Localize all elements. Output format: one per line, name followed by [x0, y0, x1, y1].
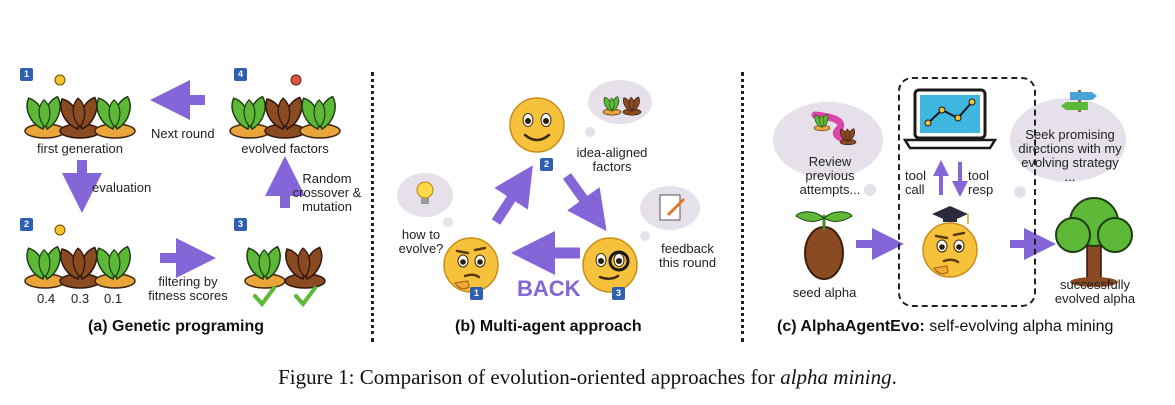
agent-evo: [921, 206, 979, 279]
agent-1: [442, 236, 500, 294]
badge-a2: 2: [20, 218, 33, 231]
arrow-1-to-2: [491, 165, 533, 225]
tool-resp-label: tool resp: [968, 168, 994, 197]
feedback-thought-bubble: [640, 186, 700, 241]
idea-aligned-label: idea-aligned factors: [576, 145, 648, 174]
evaluation-label: evaluation: [92, 180, 152, 195]
agent-3: [582, 237, 638, 293]
tool-call-label: tool call: [905, 168, 926, 197]
agent-2: [509, 97, 565, 153]
panel-c-title: (c) AlphaAgentEvo: self-evolving alpha m…: [777, 318, 1113, 336]
seed-icon: [795, 211, 853, 280]
caption-italic: alpha mining: [780, 365, 892, 389]
caption-prefix: Figure 1: Comparison of evolution-orient…: [278, 365, 781, 389]
panel-c-title-bold: (c) AlphaAgentEvo:: [777, 318, 925, 335]
first-generation-label: first generation: [37, 141, 123, 156]
figure-caption: Figure 1: Comparison of evolution-orient…: [0, 365, 1175, 390]
separator-ab: [371, 72, 374, 342]
fitness-score-3: 0.1: [104, 291, 123, 306]
agent-box: [898, 77, 1036, 307]
laptop-icon: [902, 88, 998, 150]
lightbulb-thought-bubble: [397, 173, 453, 227]
evaluated-plants: [23, 224, 135, 288]
filtering-label: filtering by fitness scores: [148, 274, 228, 303]
seed-alpha-label: seed alpha: [792, 285, 857, 300]
caption-suffix: .: [891, 365, 897, 389]
how-to-evolve-label: how to evolve?: [398, 227, 444, 256]
badge-a3: 3: [234, 218, 247, 231]
crossover-label: Random crossover & mutation: [292, 171, 362, 214]
badge-a4: 4: [234, 68, 247, 81]
review-thought-bubble: [773, 102, 883, 196]
next-round-label: Next round: [151, 126, 215, 141]
fitness-score-1: 0.4: [37, 291, 56, 306]
back-label: BACK: [517, 276, 581, 301]
separator-bc: [741, 72, 744, 342]
panel-b-title: (b) Multi-agent approach: [455, 318, 642, 335]
first-generation-plants: [23, 74, 135, 138]
badge-b1: 1: [470, 287, 483, 300]
panel-a-title: (a) Genetic programing: [88, 318, 265, 335]
seek-label: Seek promising directions with my evolvi…: [1018, 127, 1122, 184]
badge-b2: 2: [540, 158, 553, 171]
evolved-factors-plants: [228, 74, 340, 138]
seek-thought-bubble: [1010, 90, 1126, 198]
badge-b3: 3: [612, 287, 625, 300]
arrow-2-to-3: [562, 173, 607, 232]
evolved-alpha-label: successfully evolved alpha: [1054, 277, 1136, 306]
idea-thought-bubble: [585, 80, 652, 137]
evolved-factors-label: evolved factors: [241, 141, 329, 156]
feedback-label: feedback this round: [658, 241, 717, 270]
tree-icon: [1055, 197, 1133, 287]
fitness-score-2: 0.3: [71, 291, 90, 306]
badge-a1: 1: [20, 68, 33, 81]
panel-c-title-rest: self-evolving alpha mining: [924, 318, 1114, 335]
filtered-plants: [243, 245, 326, 308]
review-label: Review previous attempts...: [799, 154, 861, 197]
